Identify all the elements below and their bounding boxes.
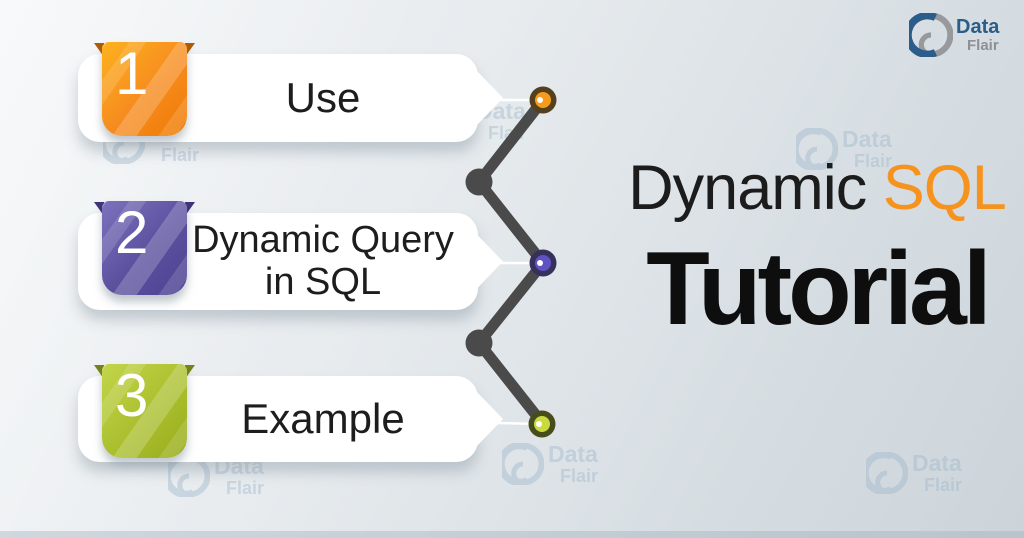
ribbon-fold-right bbox=[185, 202, 195, 216]
badge-face bbox=[102, 201, 187, 295]
title-dynamic: Dynamic bbox=[628, 153, 867, 223]
dataflair-logo-icon bbox=[866, 452, 908, 494]
step-number: 1 bbox=[115, 40, 149, 107]
step-label: Example bbox=[241, 395, 405, 443]
watermark-data-label: Data bbox=[548, 441, 598, 467]
dataflair-logo-icon bbox=[909, 13, 953, 57]
badge-face bbox=[102, 364, 187, 458]
brand-name: Data Flair bbox=[956, 17, 999, 53]
step-card-dynamic-query: 2 Dynamic Query in SQL bbox=[78, 201, 503, 310]
step-number-badge: 1 bbox=[94, 40, 195, 136]
title-block: Dynamic SQL Tutorial bbox=[612, 152, 1022, 349]
watermark-data-label: Data bbox=[912, 450, 962, 476]
title-sql: SQL bbox=[882, 153, 1007, 223]
page-title-line2: Tutorial bbox=[646, 231, 992, 347]
watermark-flair-label: Flair bbox=[924, 475, 963, 495]
watermark-flair-label: Flair bbox=[226, 478, 265, 498]
step-label: Use bbox=[285, 74, 361, 122]
step2-node-dot bbox=[529, 249, 557, 277]
step-number-badge: 3 bbox=[94, 362, 195, 458]
watermark-flair-label: Flair bbox=[161, 145, 200, 165]
page-title-line1: Dynamic SQL bbox=[612, 152, 1022, 224]
watermark-flair-label: Flair bbox=[854, 151, 893, 171]
step-label: Dynamic Query in SQL bbox=[192, 219, 454, 303]
background-bottom-band bbox=[0, 531, 1024, 538]
brand-flair-label: Flair bbox=[967, 37, 999, 54]
step1-node-dot bbox=[529, 86, 557, 114]
step-card-example: 3 Example bbox=[78, 364, 503, 462]
watermark-flair-label: Flair bbox=[560, 466, 599, 486]
badge-face bbox=[102, 42, 187, 136]
dataflair-brand-logo: Data Flair bbox=[909, 13, 999, 57]
connector-bend-node bbox=[465, 329, 493, 357]
connector-bend-node bbox=[465, 168, 493, 196]
ribbon-fold-left bbox=[94, 202, 104, 216]
step-card-use: 1 Use bbox=[78, 42, 503, 142]
ribbon-fold-right bbox=[185, 365, 195, 379]
step3-node-dot bbox=[528, 410, 556, 438]
dataflair-logo-icon bbox=[502, 443, 544, 485]
ribbon-fold-left bbox=[94, 365, 104, 379]
ribbon-fold-left bbox=[94, 43, 104, 57]
watermark-data-label: Data bbox=[842, 126, 892, 152]
dataflair-logo-icon bbox=[796, 128, 838, 170]
step-number: 2 bbox=[115, 199, 149, 266]
ribbon-fold-right bbox=[185, 43, 195, 57]
step-number-badge: 2 bbox=[94, 199, 195, 295]
brand-data-label: Data bbox=[956, 16, 1000, 38]
step-number: 3 bbox=[115, 362, 149, 429]
